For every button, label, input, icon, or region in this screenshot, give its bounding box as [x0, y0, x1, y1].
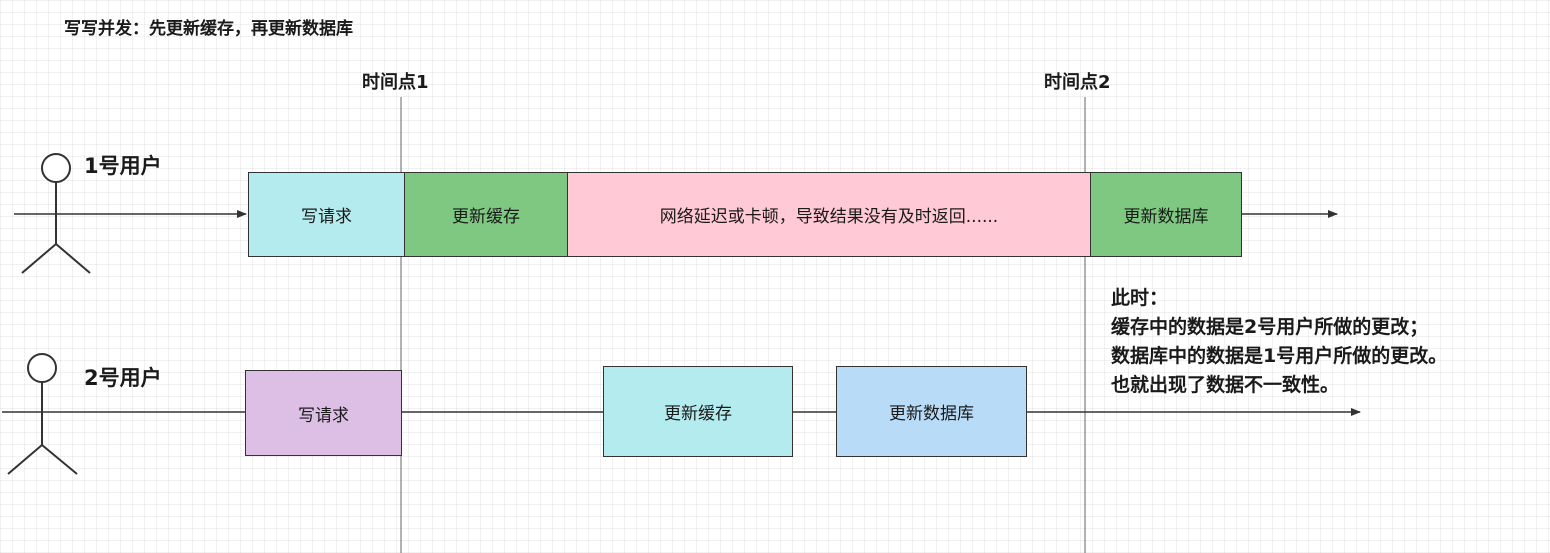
user-2-label: 2号用户	[84, 366, 162, 390]
diagram-title: 写写并发：先更新缓存，再更新数据库	[64, 19, 353, 39]
user-1-figure-icon	[21, 153, 91, 274]
user-1-update-cache-label: 更新缓存	[452, 207, 520, 227]
user-2-update-db-box: 更新数据库	[836, 366, 1027, 457]
user-2-figure-icon	[7, 353, 78, 475]
inconsistency-note: 此时： 缓存中的数据是2号用户所做的更改； 数据库中的数据是1号用户所做的更改。…	[1111, 284, 1447, 400]
note-line-2: 缓存中的数据是2号用户所做的更改；	[1111, 316, 1429, 338]
user-1-update-cache-box: 更新缓存	[404, 172, 568, 257]
user-2-write-request-label: 写请求	[298, 405, 349, 426]
user-2-update-db-label: 更新数据库	[889, 404, 974, 424]
note-line-4: 也就出现了数据不一致性。	[1111, 374, 1340, 396]
note-line-3: 数据库中的数据是1号用户所做的更改。	[1111, 345, 1448, 367]
time-marker-2-label: 时间点2	[1044, 72, 1111, 93]
user-1-delay-box: 网络延迟或卡顿，导致结果没有及时返回......	[567, 172, 1091, 257]
user-2-update-cache-box: 更新缓存	[603, 366, 793, 457]
user-2-write-request-box: 写请求	[245, 370, 402, 456]
user-1-write-request-label: 写请求	[301, 207, 352, 227]
user-1-label: 1号用户	[84, 154, 162, 178]
user-2-update-cache-label: 更新缓存	[664, 404, 732, 424]
user-1-update-db-label: 更新数据库	[1123, 207, 1209, 227]
user-1-write-request-box: 写请求	[248, 172, 405, 257]
user-1-delay-label: 网络延迟或卡顿，导致结果没有及时返回......	[659, 207, 999, 227]
time-marker-1-label: 时间点1	[362, 72, 429, 93]
note-line-1: 此时：	[1111, 287, 1169, 309]
user-1-update-db-box: 更新数据库	[1090, 172, 1242, 257]
